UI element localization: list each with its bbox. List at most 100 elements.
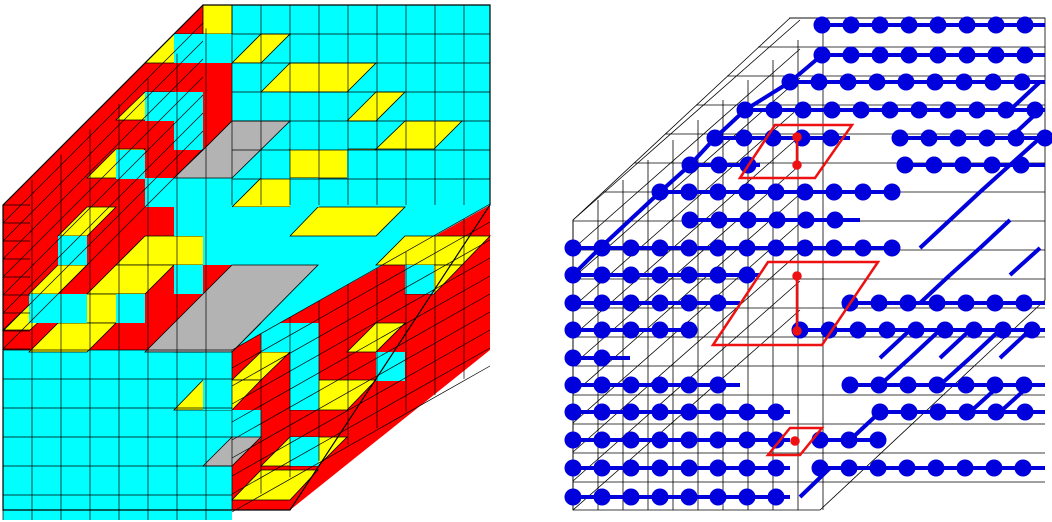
dimer-node [960, 297, 973, 310]
dimer-node [741, 434, 754, 447]
dimer-node [567, 406, 580, 419]
dimer-node [712, 242, 725, 255]
dimer-node [961, 19, 974, 32]
dimer-node [872, 462, 885, 475]
dimer-node [683, 406, 696, 419]
dimer-node [874, 49, 887, 62]
dimer-node [828, 186, 841, 199]
cyan-block [29, 294, 87, 323]
dimer-node [770, 491, 783, 504]
dimer-node [567, 379, 580, 392]
dimer-node [741, 491, 754, 504]
cyan-block [203, 236, 261, 265]
dimer-node [990, 19, 1003, 32]
dimer-node [625, 434, 638, 447]
cyan-block [145, 178, 232, 207]
dimer-node [625, 406, 638, 419]
dimer-node [871, 76, 884, 89]
defect-lower-node [792, 438, 799, 445]
dimer-node [958, 76, 971, 89]
dimer-node [932, 19, 945, 32]
dimer-node [961, 49, 974, 62]
dimer-node [712, 379, 725, 392]
dimer-node [799, 242, 812, 255]
dimer-node [813, 76, 826, 89]
dimer-node [799, 186, 812, 199]
dimer-node [625, 324, 638, 337]
dimer-node [741, 269, 754, 282]
dimer-node [825, 132, 838, 145]
dimer-path-panel [567, 18, 1052, 510]
dimer-node [683, 462, 696, 475]
dimer-node [741, 186, 754, 199]
dimer-node [931, 297, 944, 310]
dimer-node [843, 462, 856, 475]
dimer-node [828, 242, 841, 255]
dimer-node [900, 76, 913, 89]
dimer-node [654, 324, 667, 337]
dimer-node [596, 434, 609, 447]
dimer-node [712, 269, 725, 282]
dimer-node [654, 491, 667, 504]
dimer-node [899, 159, 912, 172]
dimer-node [902, 379, 915, 392]
dimer-node [829, 214, 842, 227]
cyan-block [174, 207, 290, 236]
dimer-node [683, 324, 696, 337]
dimer-node [894, 132, 907, 145]
dimer-node [625, 269, 638, 282]
defects [713, 125, 878, 455]
dimer-node [596, 269, 609, 282]
dimer-node [738, 132, 751, 145]
dimer-node [842, 76, 855, 89]
dimer-node [987, 76, 1000, 89]
dimer-node [910, 324, 923, 337]
cyan-block [116, 294, 145, 323]
cyan-block [203, 352, 232, 410]
dimer-node [932, 49, 945, 62]
dimer-node [683, 379, 696, 392]
dimer-node [596, 491, 609, 504]
dimer-node [986, 159, 999, 172]
dimer-node [712, 462, 725, 475]
dimer-node [770, 242, 783, 255]
dimer-node [683, 269, 696, 282]
dimer-node [903, 406, 916, 419]
cyan-block [174, 265, 203, 294]
dimer-node [1017, 462, 1030, 475]
dimer-node [654, 462, 667, 475]
dimer-node [990, 49, 1003, 62]
dimer-node [741, 406, 754, 419]
dimer-node [959, 462, 972, 475]
dimer-node [981, 132, 994, 145]
cyan-block [347, 150, 376, 179]
dimer-node [929, 76, 942, 89]
dimer-node [683, 491, 696, 504]
dimer-node [852, 324, 865, 337]
dimer-node [855, 104, 868, 117]
dimer-node [903, 19, 916, 32]
cyan-block [318, 121, 347, 150]
dimer-node [797, 104, 810, 117]
dimer-node [844, 379, 857, 392]
yellow-lozenge [203, 5, 232, 34]
cyan-block [290, 323, 319, 410]
dimer-node [741, 242, 754, 255]
dimer-node [683, 186, 696, 199]
dimer-node [768, 104, 781, 117]
dimer-node [596, 352, 609, 365]
defect-middle-node [794, 273, 801, 280]
dimer-node [596, 406, 609, 419]
dimer-node [625, 297, 638, 310]
dimer-node [1019, 49, 1032, 62]
dimer-node [770, 406, 783, 419]
dimer-node [816, 19, 829, 32]
dimer-node [625, 379, 638, 392]
dimer-node [654, 406, 667, 419]
dimer-node [1018, 297, 1031, 310]
cyan-block [290, 437, 319, 466]
defect-middle-node [794, 328, 801, 335]
dimer-node [1019, 19, 1032, 32]
